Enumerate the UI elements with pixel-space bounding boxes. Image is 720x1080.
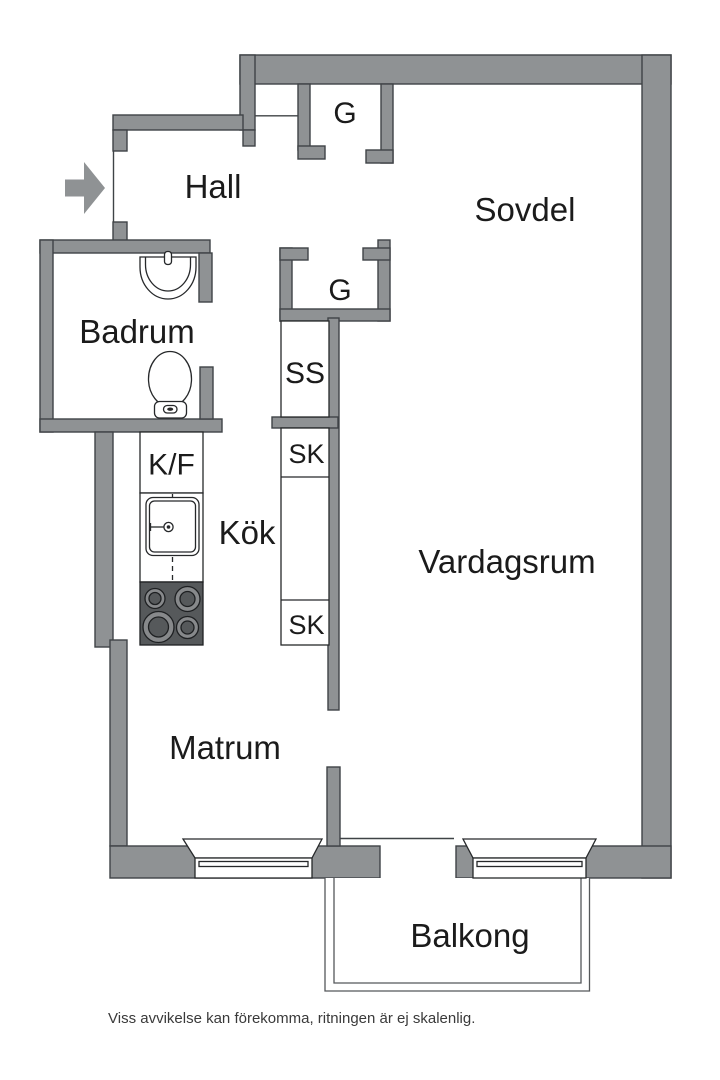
window-vardagsrum-reveal (461, 838, 598, 859)
burner-top-left-inner (148, 591, 162, 606)
window-vardagsrum (461, 838, 598, 879)
balcony-outer-rail (324, 878, 591, 992)
wall-badrum-right-lower (199, 366, 214, 420)
stove (139, 581, 204, 646)
window-matrum (181, 838, 324, 879)
wall-top (239, 54, 672, 85)
washbasin-inner-line (144, 257, 192, 292)
window-vardagsrum-glass (476, 860, 583, 868)
wall-left-lower (109, 639, 128, 847)
bathroom-fixtures (139, 250, 197, 419)
balcony-outline (324, 878, 591, 992)
wall-under-ss (271, 416, 339, 429)
wall-hall-left (112, 114, 244, 131)
washbasin-tap (163, 250, 173, 266)
wall-badrum-bottom (39, 418, 223, 433)
toilet-bowl-icon (147, 350, 193, 408)
walls (39, 54, 672, 879)
label-hall: Hall (185, 168, 242, 205)
cabinet-sk-column (280, 427, 330, 646)
wall-left-mid (94, 431, 114, 648)
window-matrum-reveal (181, 838, 324, 859)
storage-cabinets (280, 320, 330, 646)
balcony-inner-rail (333, 878, 582, 984)
wall-hall-topleft-foot (242, 129, 256, 147)
label-cabinet-sk-lower: SK (288, 610, 324, 640)
balcony-floor (325, 878, 590, 991)
label-fridge-freezer: K/F (148, 449, 195, 482)
opening-lines (112, 115, 454, 840)
washbasin-icon (139, 256, 197, 300)
faucet-knob-dot (166, 525, 171, 529)
label-cabinet-sk-upper: SK (288, 439, 324, 469)
burner-top-right-inner (179, 590, 196, 608)
label-closet-mid: G (328, 274, 351, 307)
wall-entry-lower (112, 221, 128, 242)
wall-badrum-top (39, 239, 211, 254)
room-labels: Hall Sovdel Badrum Kök Vardagsrum Matrum… (79, 97, 595, 954)
label-kok: Kök (219, 514, 276, 551)
fridge-freezer-cabinet (139, 431, 204, 494)
label-balkong: Balkong (410, 917, 529, 954)
wall-closet-top-left-hook (297, 145, 326, 160)
window-matrum-glass (198, 860, 309, 868)
wall-badrum-right-upper (198, 252, 213, 303)
entrance-arrow-icon (65, 162, 105, 214)
wall-right (641, 54, 672, 879)
burner-bottom-right-inner (180, 620, 195, 635)
cabinet-ss-box (280, 320, 330, 418)
label-sovdel: Sovdel (475, 191, 576, 228)
label-closet-top: G (333, 97, 356, 130)
label-cabinet-ss: SS (285, 357, 325, 390)
toilet-flush-dot (167, 407, 174, 411)
label-vardagsrum: Vardagsrum (418, 543, 595, 580)
wall-room-divider (326, 766, 341, 847)
wall-badrum-left (39, 239, 54, 433)
label-badrum: Badrum (79, 313, 195, 350)
burner-bottom-left-inner (147, 616, 170, 638)
wall-closet-mid-right-hook (362, 247, 391, 261)
label-matrum: Matrum (169, 729, 281, 766)
kitchen-sink-inner (148, 500, 197, 553)
wall-closet-top-left (297, 83, 311, 151)
disclaimer-text: Viss avvikelse kan förekomma, ritningen … (108, 1010, 475, 1027)
wall-hall-left-cap (112, 129, 128, 152)
wall-closet-mid-left-hook (279, 247, 309, 261)
wall-closet-top-right-hook (365, 149, 394, 164)
kitchen-fixtures (139, 431, 204, 646)
